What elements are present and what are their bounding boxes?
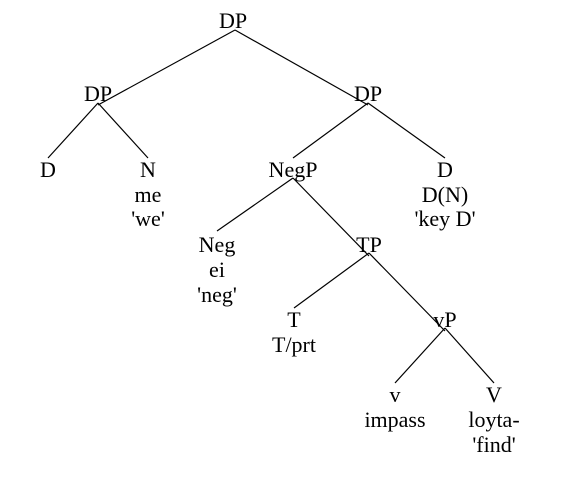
node-tp: TP <box>356 232 382 257</box>
leaf-ei: ei <box>209 257 225 282</box>
node-d-left: D <box>40 157 56 182</box>
edge-dp-root-to-dp-left <box>97 29 236 106</box>
node-dp-right: DP <box>353 81 383 106</box>
node-negp: NegP <box>268 157 318 182</box>
edge-dp-right-to-negp <box>292 102 369 159</box>
edge-dp-root-to-dp-right <box>234 29 369 106</box>
leaf-me: me <box>134 182 162 207</box>
leaf-neg-gloss: 'neg' <box>197 282 237 307</box>
edge-tp-to-t <box>293 252 370 309</box>
leaf-we-gloss: 'we' <box>131 206 165 231</box>
tree-edges <box>47 29 495 384</box>
leaf-find-gloss: 'find' <box>472 432 516 457</box>
leaf-key-d: 'key D' <box>414 206 476 231</box>
edge-dp-right-to-d-right <box>367 102 446 159</box>
node-neg: Neg <box>198 232 236 257</box>
edge-dp-left-to-d-left <box>47 102 99 159</box>
node-d-right: D <box>437 157 453 182</box>
node-dp-left: DP <box>83 81 113 106</box>
edge-negp-to-tp <box>292 177 370 257</box>
edge-negp-to-neg <box>216 177 294 232</box>
leaf-t-prt: T/prt <box>272 332 316 357</box>
node-dp-root: DP <box>218 8 248 33</box>
node-t: T <box>287 307 301 332</box>
leaf-impass: impass <box>364 407 426 432</box>
node-v-small: v <box>389 382 401 407</box>
node-v-big: V <box>486 382 502 407</box>
node-n: N <box>140 157 156 182</box>
edge-vp-to-v-big <box>444 327 495 384</box>
leaf-dn: D(N) <box>421 182 469 207</box>
edge-dp-left-to-n <box>97 102 149 159</box>
edge-vp-to-v-small <box>394 327 446 384</box>
node-vp: vP <box>433 307 457 332</box>
edge-tp-to-vp <box>368 252 446 332</box>
leaf-loyta: loyta- <box>468 407 520 432</box>
